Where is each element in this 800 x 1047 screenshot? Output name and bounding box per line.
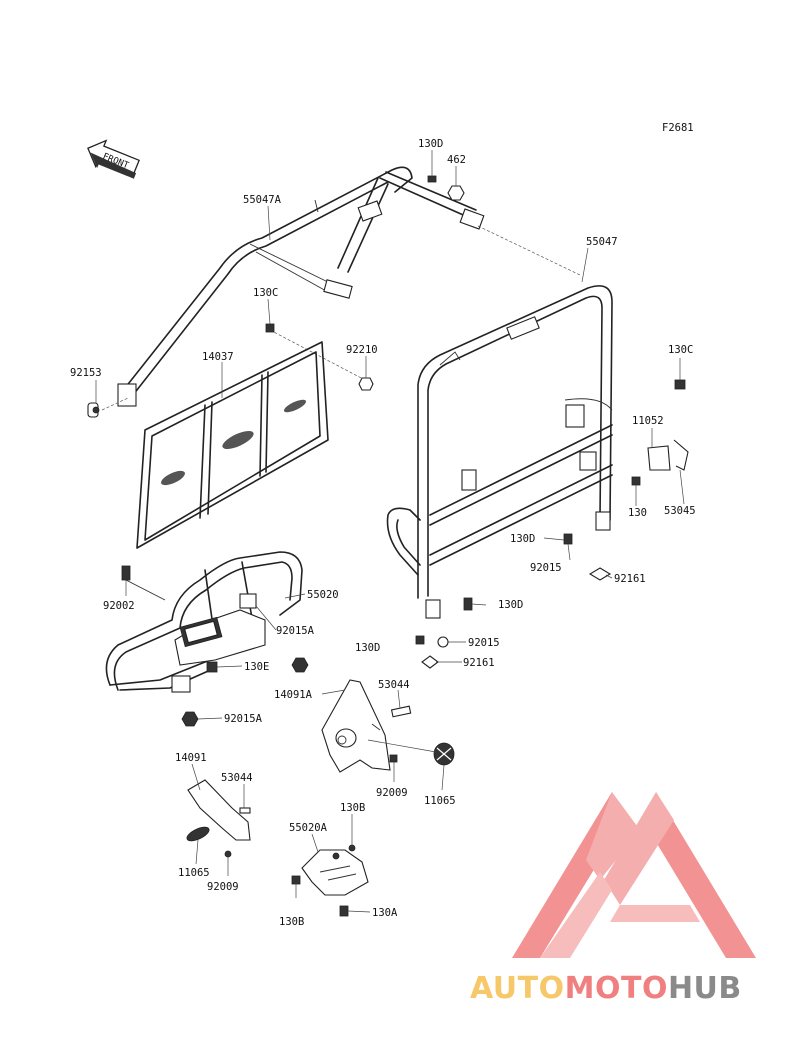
label-14091: 14091 [175, 752, 207, 764]
label-92153: 92153 [70, 367, 102, 379]
label-14037: 14037 [202, 351, 234, 363]
leader-lines [95, 150, 685, 913]
skid-plate-14091a [321, 679, 412, 773]
label-462: 462 [447, 154, 466, 166]
label-92161-a: 92161 [614, 573, 646, 585]
label-130d-r: 130D [498, 599, 523, 611]
label-11065-a: 11065 [424, 795, 456, 807]
grommet-11065-right [433, 742, 455, 766]
skid-plate-14091 [186, 779, 251, 842]
label-92161-b: 92161 [463, 657, 495, 669]
watermark-text-moto: MOTO [565, 971, 668, 1006]
label-55047a: 55047A [243, 194, 282, 206]
roll-bar-side-55047 [386, 285, 613, 619]
label-53044-b: 53044 [221, 772, 253, 784]
label-11052: 11052 [632, 415, 664, 427]
label-130d-top: 130D [418, 138, 443, 150]
label-130d-l: 130D [355, 642, 380, 654]
label-92015a-a: 92015A [276, 625, 315, 637]
label-130e: 130E [244, 661, 269, 673]
watermark-triangle-icon [512, 792, 756, 958]
label-55047: 55047 [586, 236, 618, 248]
hardware [87, 175, 689, 917]
label-130c-b: 130C [668, 344, 693, 356]
label-14091a: 14091A [274, 689, 313, 701]
label-130b-b: 130B [279, 916, 304, 928]
label-92210: 92210 [346, 344, 378, 356]
label-130: 130 [628, 507, 647, 519]
figure-code: F2681 [662, 122, 694, 134]
label-92015-b: 92015 [468, 637, 500, 649]
bracket-55020a [301, 844, 369, 896]
net-14037 [136, 341, 329, 549]
label-53044-a: 53044 [378, 679, 410, 691]
label-130d-mid: 130D [510, 533, 535, 545]
label-92015a-b: 92015A [224, 713, 263, 725]
front-guard-55020 [105, 551, 303, 693]
label-130c-a: 130C [253, 287, 278, 299]
label-92009-a: 92009 [376, 787, 408, 799]
label-130a: 130A [372, 907, 398, 919]
label-53045: 53045 [664, 505, 696, 517]
label-55020: 55020 [307, 589, 339, 601]
label-11065-b: 11065 [178, 867, 210, 879]
roll-bar-upper-55047a [117, 166, 485, 407]
label-92009-b: 92009 [207, 881, 239, 893]
label-92002: 92002 [103, 600, 135, 612]
label-130b-a: 130B [340, 802, 365, 814]
watermark-text-hub: HUB [668, 971, 742, 1006]
part-labels: 130D 462 55047A 55047 130C 92210 14037 9… [70, 138, 696, 928]
label-92015-a: 92015 [530, 562, 562, 574]
front-arrow-icon: FRONT [87, 139, 140, 179]
watermark-text-auto: AUTO [470, 971, 565, 1006]
label-55020a: 55020A [289, 822, 328, 834]
watermark-logo: AUTOMOTOHUB [470, 792, 756, 1006]
svg-text:AUTOMOTOHUB: AUTOMOTOHUB [470, 971, 742, 1006]
